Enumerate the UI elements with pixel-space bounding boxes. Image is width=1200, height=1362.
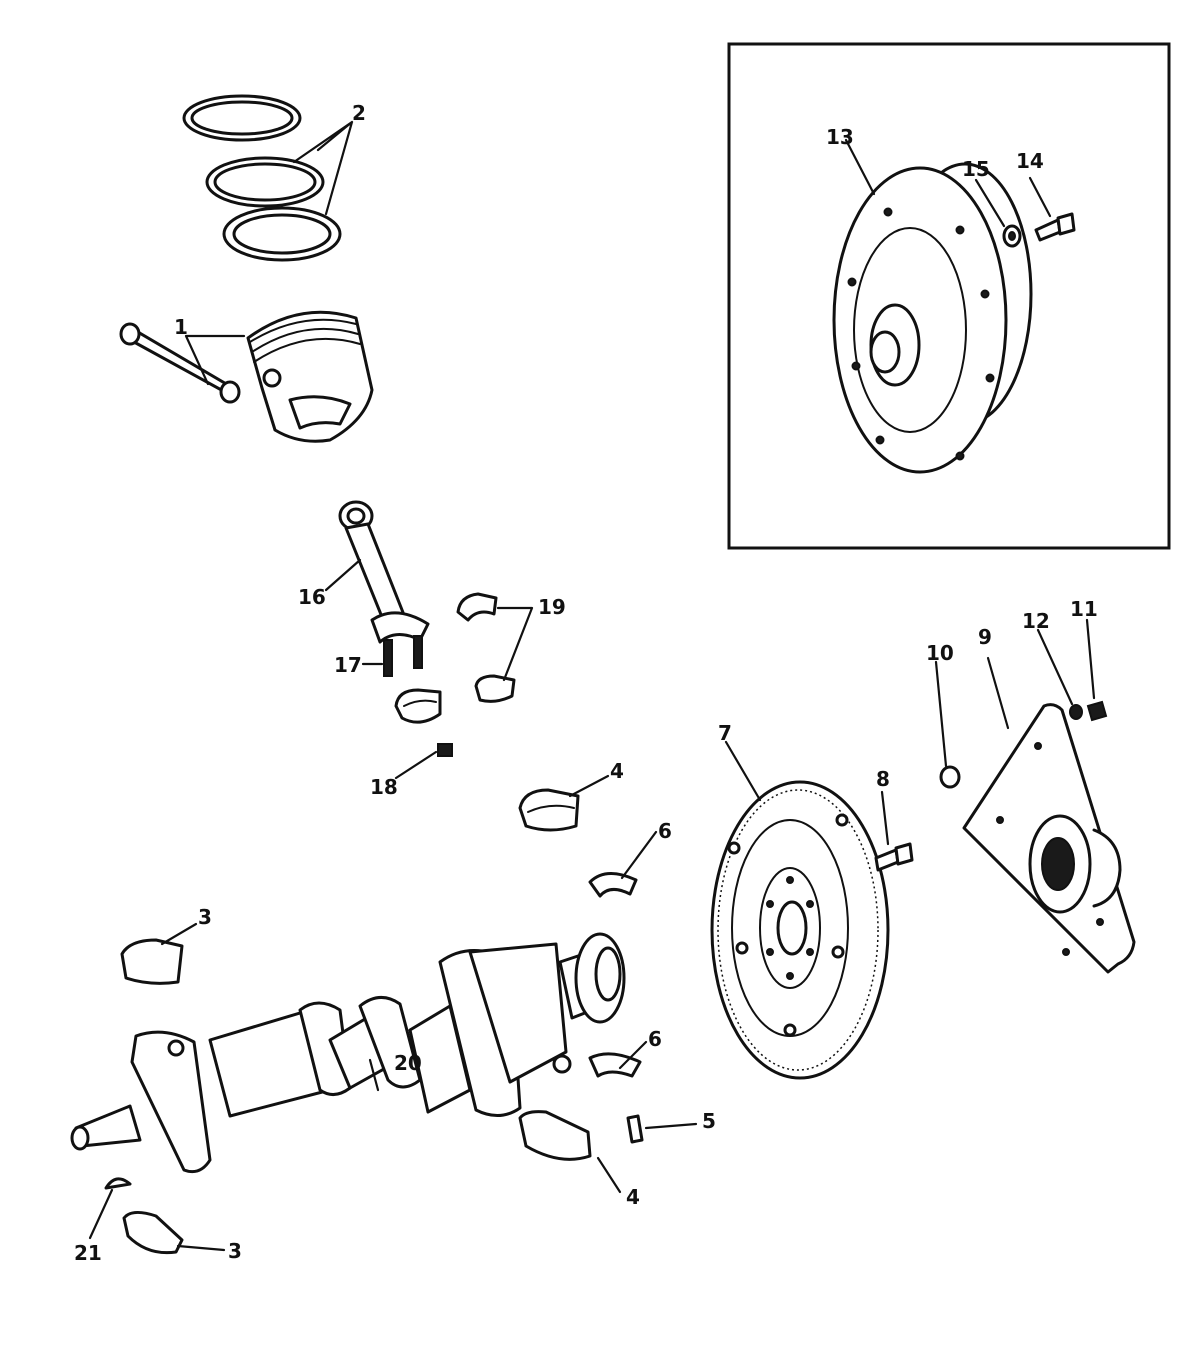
part-4-main-bearing-upper bbox=[518, 788, 580, 832]
part-15-washer bbox=[1002, 224, 1022, 248]
part-9-adapter-plate bbox=[962, 703, 1136, 974]
part-5-pin bbox=[626, 1114, 644, 1144]
part-16-connecting-rod bbox=[338, 500, 430, 644]
callout-14: 14 bbox=[1016, 149, 1044, 173]
part-3-main-bearing-b bbox=[122, 1211, 184, 1255]
callout-19: 19 bbox=[538, 595, 566, 619]
part-20-crankshaft bbox=[70, 932, 626, 1174]
callout-5: 5 bbox=[702, 1109, 716, 1133]
part-6-thrust-washer-upper bbox=[588, 872, 638, 898]
callout-21: 21 bbox=[74, 1241, 102, 1265]
callout-10: 10 bbox=[926, 641, 954, 665]
part-13-drive-plate bbox=[832, 162, 1033, 474]
callout-16: 16 bbox=[298, 585, 326, 609]
rod-bearing-lower bbox=[394, 688, 442, 724]
part-11-bolt bbox=[1086, 700, 1108, 722]
callout-18: 18 bbox=[370, 775, 398, 799]
callout-11: 11 bbox=[1070, 597, 1098, 621]
callout-20: 20 bbox=[394, 1051, 422, 1075]
part-14-bolt bbox=[1034, 212, 1076, 242]
callout-1: 1 bbox=[174, 315, 188, 339]
callout-7: 7 bbox=[718, 721, 732, 745]
part-7-flywheel bbox=[710, 780, 890, 1080]
leader-lines bbox=[88, 120, 1096, 1252]
callout-13: 13 bbox=[826, 125, 854, 149]
inset-box bbox=[727, 42, 1171, 550]
part-17-rod-bolts bbox=[383, 635, 423, 677]
callout-6-lower: 6 bbox=[648, 1027, 662, 1051]
part-1-piston-pin bbox=[119, 322, 241, 404]
callout-4-upper: 4 bbox=[610, 759, 624, 783]
callout-4-lower: 4 bbox=[626, 1185, 640, 1209]
callout-17: 17 bbox=[334, 653, 362, 677]
part-6-thrust-washer-lower bbox=[588, 1052, 642, 1078]
callout-3-lower: 3 bbox=[228, 1239, 242, 1263]
callout-15: 15 bbox=[962, 157, 990, 181]
part-19-rod-bearings bbox=[456, 592, 516, 703]
part-10-dowel bbox=[939, 765, 961, 789]
part-8-flywheel-bolt bbox=[874, 842, 914, 872]
callout-labels: 2 1 13 15 14 16 17 19 18 4 6 3 6 5 4 7 8… bbox=[74, 101, 1098, 1265]
part-18-dowel bbox=[437, 743, 453, 757]
part-4-main-bearing-lower bbox=[518, 1110, 592, 1161]
callout-6-upper: 6 bbox=[658, 819, 672, 843]
callout-3-upper: 3 bbox=[198, 905, 212, 929]
part-2-piston-rings bbox=[182, 94, 342, 262]
callout-8: 8 bbox=[876, 767, 890, 791]
callout-2: 2 bbox=[352, 101, 366, 125]
part-12-washer bbox=[1069, 704, 1083, 720]
callout-9: 9 bbox=[978, 625, 992, 649]
callout-12: 12 bbox=[1022, 609, 1050, 633]
part-3-main-bearing-a bbox=[120, 938, 184, 985]
part-1-piston bbox=[246, 310, 374, 443]
part-21-key bbox=[104, 1177, 132, 1190]
